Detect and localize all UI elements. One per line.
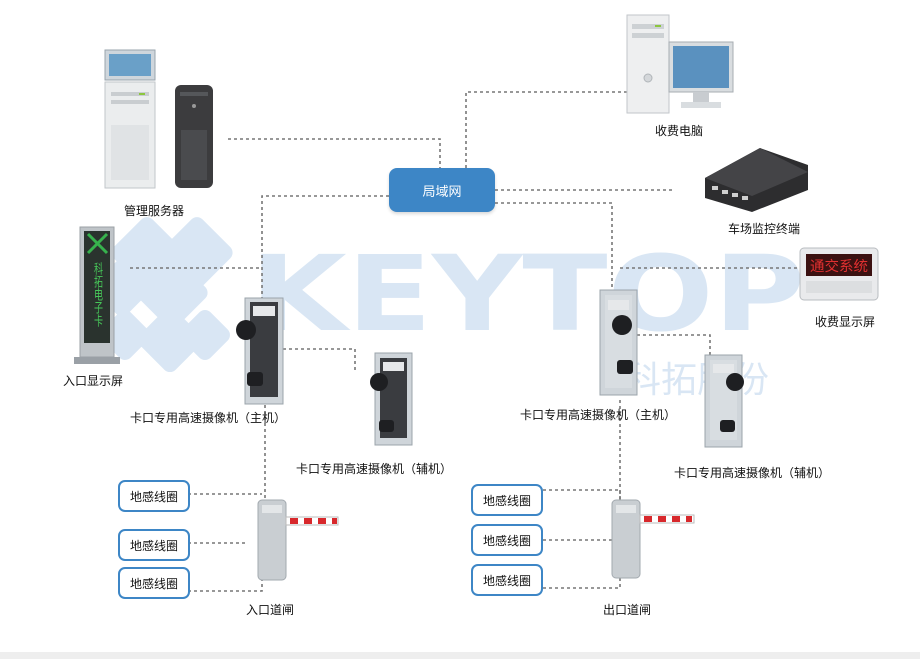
exit-aux-camera-icon: [704, 354, 744, 448]
exit-loop-1-label: 地感线圈: [482, 493, 531, 508]
entry-loop-3: 地感线圈: [118, 567, 190, 599]
entry-loop-3-label: 地感线圈: [129, 576, 178, 591]
link-entry-loop-3: [188, 578, 263, 592]
exit-loop-2: 地感线圈: [471, 524, 543, 556]
exit-loop-1: 地感线圈: [471, 484, 543, 516]
exit-loop-2-label: 地感线圈: [482, 533, 531, 548]
billing-pc-icon: [626, 14, 734, 114]
exit-loop-3-label: 地感线圈: [482, 573, 531, 588]
monitor-terminal-label: 车场监控终端: [728, 222, 801, 236]
bottom-band: [0, 652, 920, 659]
link-exit-loop-3: [543, 578, 621, 589]
exit-main-camera-label: 卡口专用高速摄像机（主机）: [520, 408, 677, 422]
link-lan-exit-camera: [495, 202, 613, 290]
entry-aux-camera-icon: [370, 352, 413, 446]
link-entry-aux: [283, 348, 356, 370]
mgmt-server-label: 管理服务器: [124, 204, 185, 218]
lan-label: 局域网: [422, 184, 462, 200]
link-lan-entry-camera: [261, 195, 389, 298]
entry-loop-1: 地感线圈: [118, 480, 190, 512]
fee-display-label: 收费显示屏: [815, 315, 876, 329]
entry-aux-camera-label: 卡口专用高速摄像机（辅机）: [296, 462, 453, 476]
entry-loop-1-label: 地感线圈: [129, 489, 178, 504]
link-exit-aux: [625, 334, 711, 360]
exit-gate-label: 出口道闸: [603, 603, 652, 617]
entry-loop-2: 地感线圈: [118, 529, 190, 561]
exit-aux-camera-label: 卡口专用高速摄像机（辅机）: [674, 466, 831, 480]
entry-gate-icon: [257, 499, 339, 581]
lan-node: 局域网: [389, 168, 495, 212]
exit-main-camera-icon: [599, 289, 638, 396]
link-billing-pc: [465, 91, 632, 168]
exit-gate-icon: [611, 499, 695, 579]
entry-display-vertical-text: 科拓电子卡: [92, 260, 103, 328]
monitor-terminal-icon: [705, 148, 808, 212]
mgmt-server-icon: [104, 49, 213, 189]
entry-display-label: 入口显示屏: [63, 374, 124, 388]
billing-pc-label: 收费电脑: [655, 124, 704, 138]
entry-main-camera-label: 卡口专用高速摄像机（主机）: [130, 411, 287, 425]
link-mgmt-server: [228, 138, 441, 168]
entry-gate-label: 入口道闸: [246, 603, 295, 617]
fee-display-icon: 通交系统: [799, 247, 879, 301]
link-exit-loop-1: [543, 489, 621, 505]
connector-lines: [130, 91, 800, 592]
watermark-cn-text: 科拓股份: [625, 360, 769, 401]
fee-display-led-text: 通交系统: [810, 258, 868, 275]
watermark-logo-text: KEYTOP: [250, 233, 805, 355]
entry-main-camera-icon: [236, 297, 284, 405]
entry-loop-2-label: 地感线圈: [129, 538, 178, 553]
watermark: KEYTOP 科拓股份: [93, 217, 805, 401]
entry-display-icon: 科拓电子卡: [74, 226, 120, 364]
exit-loop-3: 地感线圈: [471, 564, 543, 596]
